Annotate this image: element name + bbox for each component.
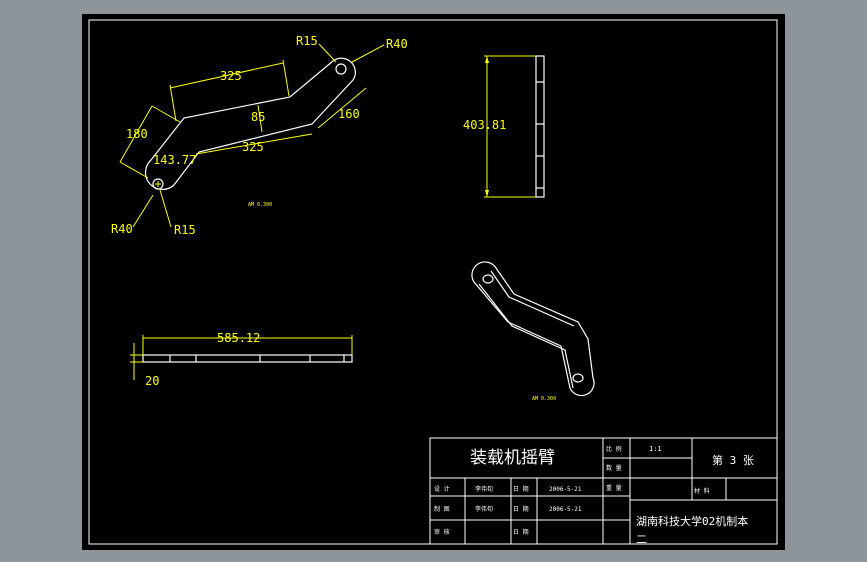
scale-label: 比 例 <box>606 445 622 453</box>
weight-label: 重 量 <box>606 484 622 492</box>
dim-r15-bottom: R15 <box>174 223 196 237</box>
iso-outline <box>471 261 595 397</box>
school-name-line2: 二 <box>636 533 647 546</box>
date-label-3: 日 期 <box>513 528 529 536</box>
iso-view: AM 0.300 <box>471 261 595 402</box>
drafter-name: 李伟旬 <box>475 505 493 513</box>
bottom-view: 585.12 20 <box>130 331 353 388</box>
draw-date: 2006-5-21 <box>549 506 582 513</box>
date-label-2: 日 期 <box>513 505 529 513</box>
dim-len-lower: 325 <box>242 140 264 154</box>
lower-pin-hole <box>152 178 164 190</box>
side-plate <box>535 55 545 198</box>
bottom-plate <box>142 354 353 363</box>
dim-right-seg: 160 <box>338 107 360 121</box>
upper-pin-hole <box>335 63 347 75</box>
dim-r40-top: R40 <box>386 37 408 51</box>
scale-note-top: AM 0.300 <box>248 202 272 208</box>
qty-label: 数 量 <box>606 464 622 472</box>
design-label: 设 计 <box>434 485 450 493</box>
dim-height: 403.81 <box>463 118 506 132</box>
top-view: 325 85 160 180 143.77 325 R15 R40 R40 R1… <box>111 34 408 237</box>
review-label: 审 核 <box>434 528 450 536</box>
side-view: 403.81 <box>463 55 545 198</box>
sheet-number: 第 3 张 <box>712 453 754 467</box>
dim-len-upper: 325 <box>220 69 242 83</box>
dim-r15-top: R15 <box>296 34 318 48</box>
designer-name: 李伟旬 <box>475 485 493 493</box>
dim-bottom-thickness: 20 <box>145 374 159 388</box>
dim-r40-bottom: R40 <box>111 222 133 236</box>
dim-length: 585.12 <box>217 331 260 345</box>
dim-left-seg: 180 <box>126 127 148 141</box>
draw-label: 制 图 <box>434 505 450 513</box>
iso-hole-top <box>482 274 494 284</box>
dim-thickness: 85 <box>251 110 265 124</box>
scale-note-iso: AM 0.300 <box>532 396 556 402</box>
title-block: 装载机摇臂 比 例 1:1 数 量 重 量 第 3 张 材 料 设 计 李伟旬 … <box>429 437 778 546</box>
drawing-sheet <box>82 14 785 550</box>
school-name: 湖南科技大学02机制本 <box>636 514 748 528</box>
material-label: 材 料 <box>694 487 710 495</box>
scale-value: 1:1 <box>649 445 662 453</box>
drawing-title: 装载机摇臂 <box>470 448 555 468</box>
iso-hole-bottom <box>572 373 584 383</box>
design-date: 2006-5-21 <box>549 486 582 493</box>
dim-diag: 143.77 <box>153 153 196 167</box>
arm-outline <box>144 57 356 191</box>
date-label-1: 日 期 <box>513 485 529 493</box>
